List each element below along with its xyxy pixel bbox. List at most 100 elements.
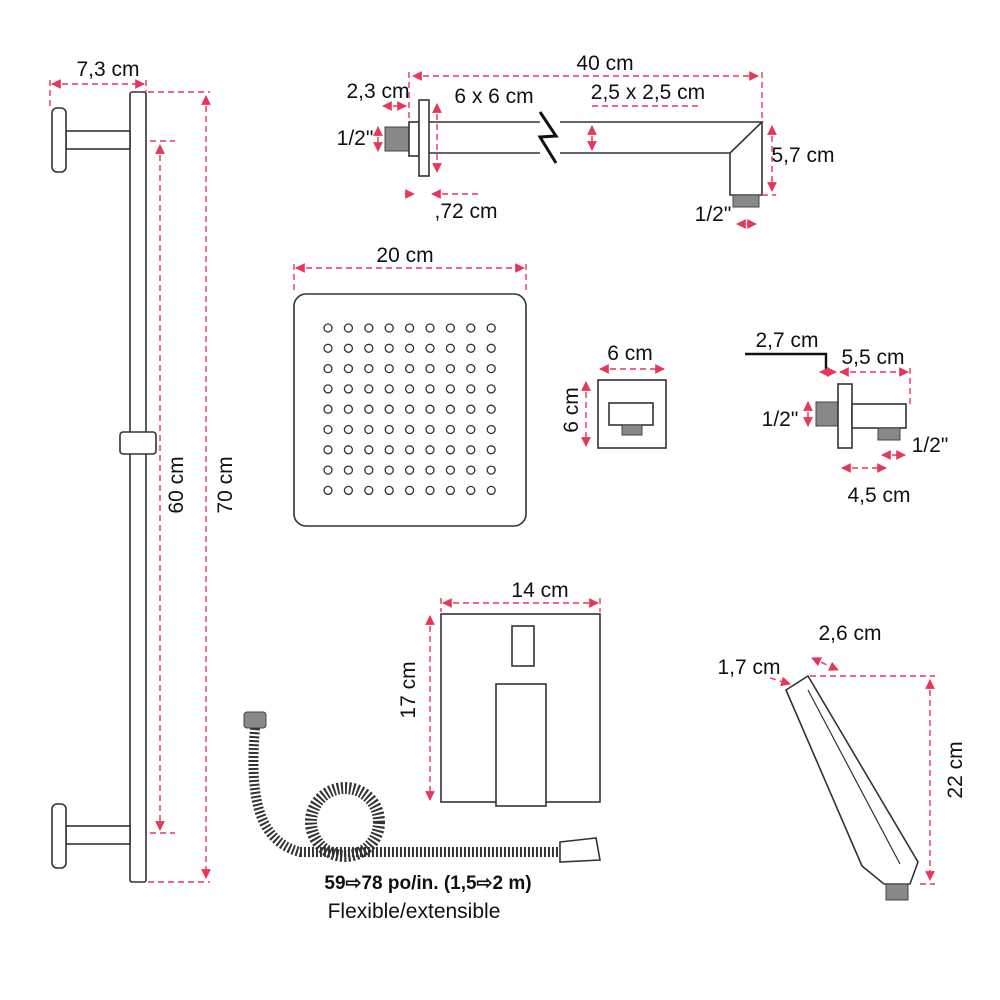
nozzle xyxy=(466,485,476,496)
nozzle xyxy=(445,363,456,374)
nozzle xyxy=(445,384,456,394)
shower-head: 20 cm xyxy=(293,244,527,527)
nozzle xyxy=(384,424,394,435)
nozzle xyxy=(425,465,435,475)
nozzle xyxy=(425,323,435,333)
nozzle xyxy=(466,445,476,455)
nozzle xyxy=(466,384,476,394)
arm-length-label: 40 cm xyxy=(576,52,633,75)
nozzle xyxy=(404,323,415,333)
elbow-outlet-thread-label: 1/2" xyxy=(912,434,949,457)
nozzle xyxy=(364,445,374,455)
slide-bar-width-label: 7,3 cm xyxy=(76,58,139,81)
nozzle xyxy=(404,363,415,374)
nozzle xyxy=(486,465,496,475)
wall-elbow: 2,7 cm 5,5 cm 1/2" 1/2" 4,5 cm xyxy=(745,329,948,507)
nozzle xyxy=(384,384,394,394)
nozzle xyxy=(486,384,496,394)
nozzle xyxy=(343,384,354,394)
nozzle xyxy=(425,424,435,435)
nozzle xyxy=(364,485,374,496)
nozzle xyxy=(384,363,394,374)
nozzle xyxy=(343,323,354,333)
nozzle xyxy=(343,343,354,353)
cover-width-label: 6 cm xyxy=(607,342,653,365)
hand-shower-length-label: 22 cm xyxy=(944,741,967,798)
nozzle xyxy=(343,424,354,435)
nozzle xyxy=(486,445,496,455)
nozzle xyxy=(364,424,374,435)
hand-shower-depth-label: 1,7 cm xyxy=(717,656,780,679)
hand-shower-width-label: 2,6 cm xyxy=(818,622,881,645)
nozzle-grid xyxy=(323,323,496,496)
nozzle xyxy=(445,445,456,455)
nozzle xyxy=(425,363,435,374)
hose-description-label: Flexible/extensible xyxy=(328,900,501,923)
nozzle xyxy=(323,465,333,475)
nozzle xyxy=(486,404,496,414)
arm-thread-length-label: 2,3 cm xyxy=(346,80,409,103)
nozzle xyxy=(323,363,333,374)
nozzle xyxy=(445,485,456,496)
nozzle xyxy=(343,485,354,496)
elbow-inlet-thread-label: 1/2" xyxy=(762,408,799,431)
nozzle xyxy=(384,445,394,455)
nozzle xyxy=(384,465,394,475)
hand-shower: 2,6 cm 1,7 cm 22 cm xyxy=(717,622,967,901)
nozzle xyxy=(445,343,456,353)
nozzle xyxy=(486,363,496,374)
arm-outlet-thread-label: 1/2" xyxy=(695,203,732,226)
elbow-offset-label: 4,5 cm xyxy=(847,484,910,507)
arm-inlet-thread-label: 1/2" xyxy=(337,127,374,150)
nozzle xyxy=(323,445,333,455)
flexible-hose: 59⇨78 po/in. (1,5⇨2 m) Flexible/extensib… xyxy=(243,711,601,923)
plate-width-label: 14 cm xyxy=(511,579,568,602)
nozzle xyxy=(364,343,374,353)
nozzle xyxy=(364,363,374,374)
nozzle xyxy=(466,465,476,475)
shower-arm: 40 cm 2,3 cm 6 x 6 cm 2,5 x 2,5 cm 1/2" … xyxy=(337,52,835,229)
nozzle xyxy=(486,424,496,435)
nozzle xyxy=(384,343,394,353)
nozzle xyxy=(445,465,456,475)
nozzle xyxy=(343,404,354,414)
slide-length-label: 60 cm xyxy=(165,456,188,513)
nozzle xyxy=(466,424,476,435)
nozzle xyxy=(425,485,435,496)
hose-length-label: 59⇨78 po/in. (1,5⇨2 m) xyxy=(324,873,531,894)
nozzle xyxy=(425,384,435,394)
nozzle xyxy=(343,465,354,475)
nozzle xyxy=(404,485,415,496)
nozzle xyxy=(486,485,496,496)
wall-cover: 6 cm 6 cm xyxy=(560,342,667,449)
bar-length-label: 70 cm xyxy=(214,456,237,513)
nozzle xyxy=(323,323,333,333)
nozzle xyxy=(425,343,435,353)
nozzle xyxy=(364,384,374,394)
nozzle xyxy=(364,323,374,333)
nozzle xyxy=(364,465,374,475)
nozzle xyxy=(404,424,415,435)
shower-head-width-label: 20 cm xyxy=(376,244,433,267)
nozzle xyxy=(404,445,415,455)
nozzle xyxy=(384,485,394,496)
arm-section-label: 2,5 x 2,5 cm xyxy=(591,81,705,104)
nozzle xyxy=(466,363,476,374)
nozzle xyxy=(404,384,415,394)
plate-height-label: 17 cm xyxy=(397,661,420,718)
nozzle xyxy=(445,404,456,414)
nozzle xyxy=(384,323,394,333)
nozzle xyxy=(323,404,333,414)
nozzle xyxy=(404,343,415,353)
nozzle xyxy=(364,404,374,414)
elbow-thread-length-label: 2,7 cm xyxy=(755,329,818,352)
arm-drop-label: 5,7 cm xyxy=(771,144,834,167)
nozzle xyxy=(425,445,435,455)
nozzle xyxy=(445,323,456,333)
slide-bar: 7,3 cm 60 cm 70 cm xyxy=(49,58,237,883)
valve-plate: 14 cm 17 cm xyxy=(397,579,601,807)
flange-size-label: 6 x 6 cm xyxy=(454,85,533,108)
nozzle xyxy=(343,363,354,374)
